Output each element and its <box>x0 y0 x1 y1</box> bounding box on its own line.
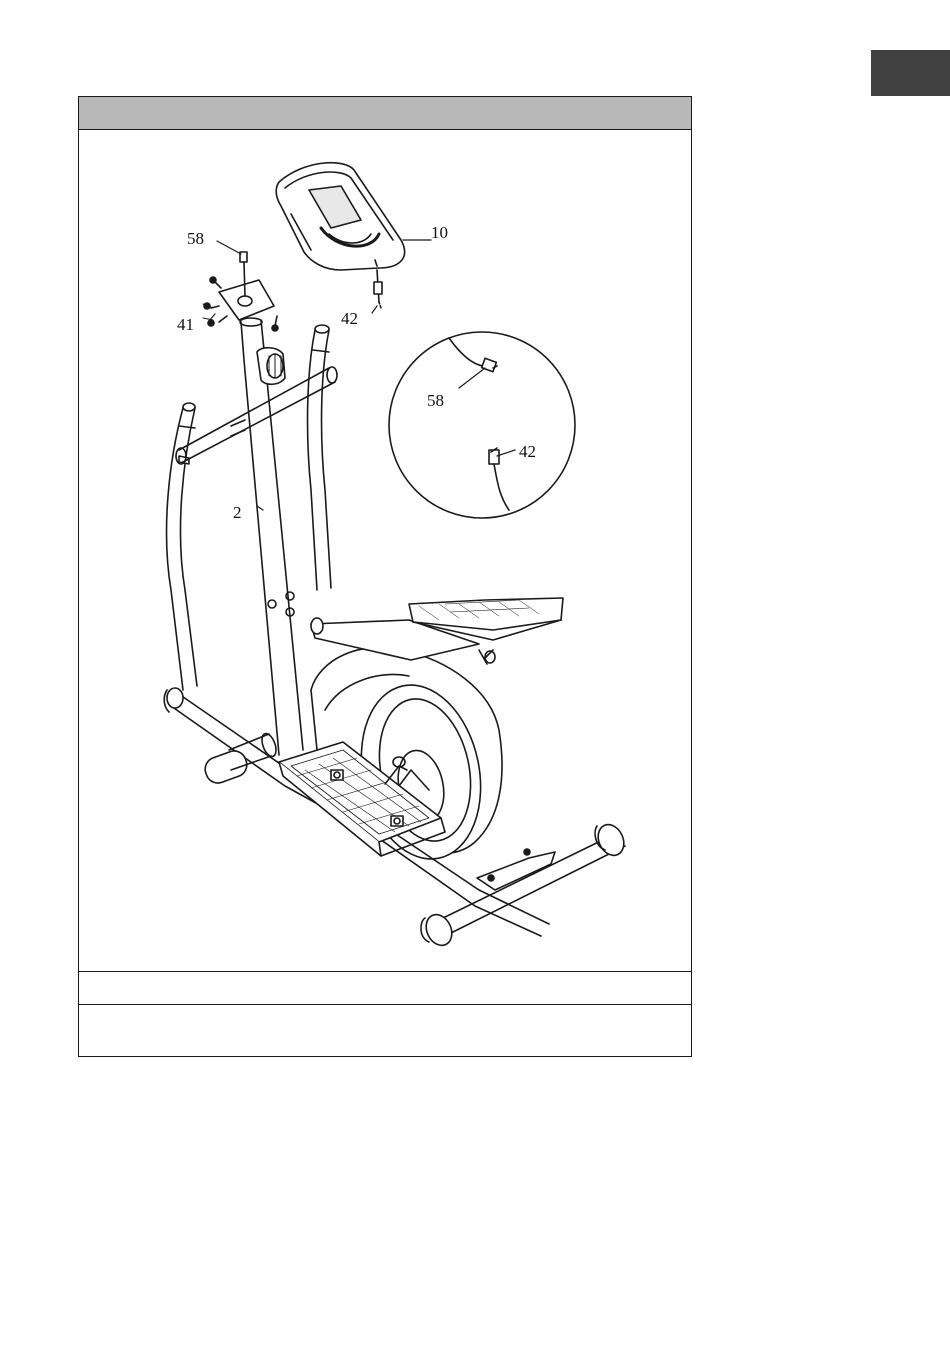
instruction-row-2 <box>79 1004 691 1056</box>
assembly-step-box: 58 10 41 42 58 42 2 <box>78 96 692 1057</box>
step-header <box>79 97 691 130</box>
callout-42-detail: 42 <box>519 442 536 461</box>
callout-58-detail: 58 <box>427 391 444 410</box>
callout-41: 41 <box>177 315 194 334</box>
callout-2: 2 <box>233 503 242 522</box>
right-arm <box>308 325 331 590</box>
main-mast <box>240 318 303 755</box>
callout-42-top: 42 <box>341 309 358 328</box>
console-display <box>276 163 404 270</box>
left-arm <box>167 403 197 690</box>
callout-58-top: 58 <box>187 229 204 248</box>
instruction-row-1 <box>79 971 691 1004</box>
language-tab <box>871 50 950 96</box>
crossbar <box>176 367 337 464</box>
connector-detail-circle <box>389 332 575 518</box>
callout-10: 10 <box>431 223 448 242</box>
console-connector-42 <box>374 270 382 308</box>
assembly-illustration: 58 10 41 42 58 42 2 <box>79 130 691 971</box>
